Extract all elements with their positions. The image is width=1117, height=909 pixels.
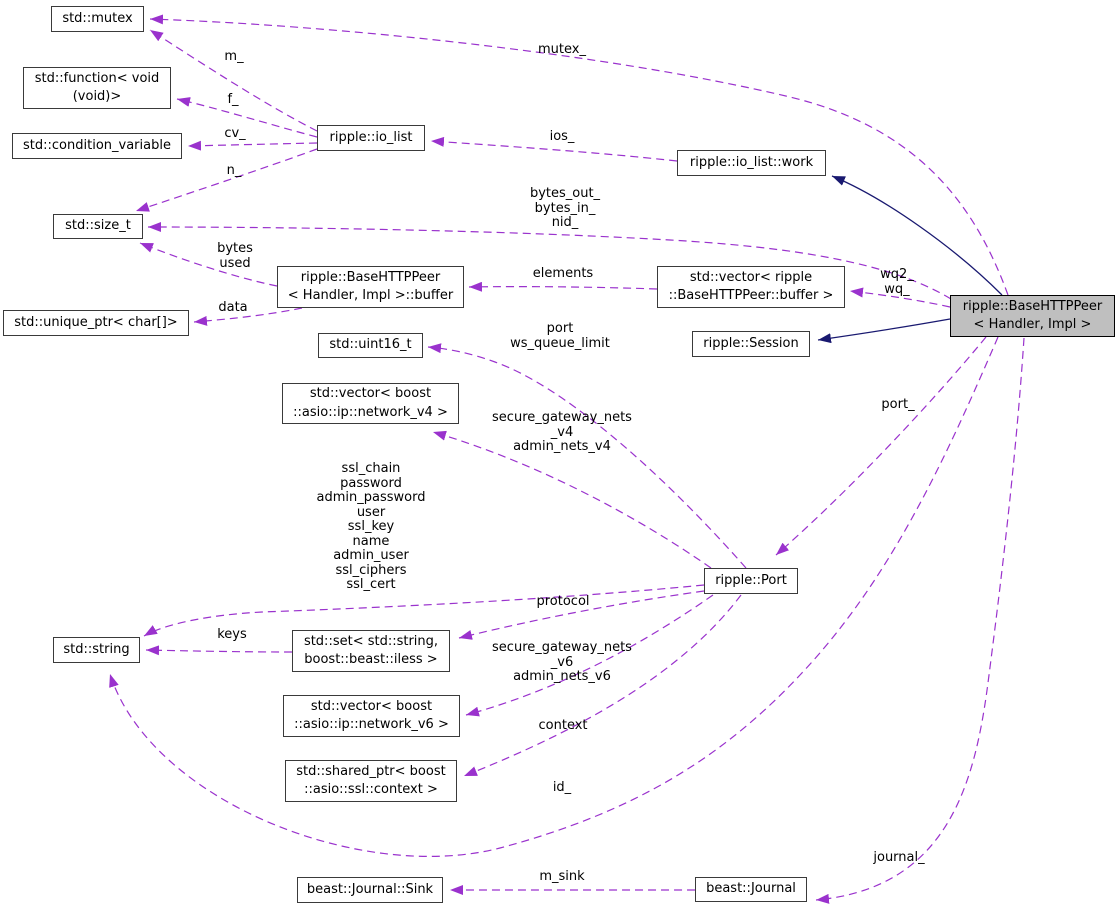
edge-port-ws — [427, 343, 747, 569]
edge-label-m: m_ — [224, 49, 244, 64]
edge-label-keys: keys — [217, 627, 247, 642]
node-std-string[interactable]: std::string — [53, 637, 140, 663]
edge-label-mutex: mutex_ — [538, 42, 586, 57]
edge-mutex — [149, 14, 1009, 296]
node-vector-network-v6[interactable]: std::vector< boost ::asio::ip::network_v… — [283, 695, 460, 737]
edge-context — [463, 594, 742, 777]
edge-label-ios: ios_ — [549, 129, 575, 144]
edge-label-journal: journal_ — [873, 850, 925, 865]
node-io-list-work[interactable]: ripple::io_list::work — [677, 150, 826, 176]
node-shared-ptr-ssl-context[interactable]: std::shared_ptr< boost ::asio::ssl::cont… — [285, 760, 457, 802]
edge-ios — [430, 136, 678, 162]
edge-label-wq: wq2_ wq_ — [880, 267, 914, 297]
edge-label-f: f_ — [227, 92, 239, 107]
edge-inherit-work — [831, 175, 1003, 296]
node-ripple-session[interactable]: ripple::Session — [692, 331, 810, 357]
edge-bytes-used — [139, 242, 278, 287]
edge-label-bytes-used: bytes used — [217, 241, 253, 271]
edge-port — [775, 336, 987, 556]
node-std-unique-ptr[interactable]: std::unique_ptr< char[]> — [3, 310, 189, 336]
node-std-set-iless[interactable]: std::set< std::string, boost::beast::ile… — [292, 630, 450, 672]
edge-ssl — [143, 584, 705, 637]
edge-label-port: port_ — [881, 397, 915, 412]
edge-nets-v6 — [465, 594, 714, 717]
edge-label-bytes-io: bytes_out_ bytes_in_ nid_ — [529, 186, 601, 231]
node-beast-journal-sink[interactable]: beast::Journal::Sink — [297, 877, 443, 903]
node-basehttppeer-main[interactable]: ripple::BaseHTTPPeer < Handler, Impl > — [950, 295, 1115, 337]
edge-inherit-session — [817, 318, 951, 344]
edge-elements — [468, 281, 658, 292]
edge-label-port-ws: port ws_queue_limit — [510, 321, 610, 351]
edge-label-ssl: ssl_chain password admin_password user s… — [316, 461, 426, 593]
node-basehttppeer-buffer[interactable]: ripple::BaseHTTPPeer < Handler, Impl >::… — [277, 266, 464, 308]
edge-label-elements: elements — [532, 266, 594, 281]
edge-label-id: id_ — [552, 780, 572, 795]
node-std-mutex[interactable]: std::mutex — [51, 6, 144, 32]
edge-n — [135, 148, 318, 212]
edge-bytes-io — [147, 222, 952, 300]
node-ripple-io-list[interactable]: ripple::io_list — [317, 125, 425, 151]
node-std-function[interactable]: std::function< void (void)> — [23, 67, 171, 109]
node-vector-network-v4[interactable]: std::vector< boost ::asio::ip::network_v… — [282, 383, 459, 424]
edge-protocol — [458, 590, 705, 640]
edge-label-n: n_ — [226, 163, 242, 178]
edge-cv — [187, 140, 318, 151]
edge-keys — [145, 645, 293, 656]
edge-data — [193, 307, 303, 326]
edge-nets-v4 — [432, 430, 712, 569]
edge-f — [176, 97, 318, 138]
edge-label-cv: cv_ — [224, 126, 246, 141]
node-beast-journal[interactable]: beast::Journal — [695, 877, 807, 902]
node-vector-basehttppeer-buffer[interactable]: std::vector< ripple ::BaseHTTPPeer::buff… — [657, 266, 845, 308]
edge-label-context: context — [538, 718, 588, 733]
node-std-condition-variable[interactable]: std::condition_variable — [12, 133, 182, 159]
edge-label-protocol: protocol — [536, 594, 590, 609]
edge-journal — [815, 337, 1025, 904]
edge-m — [149, 29, 318, 132]
node-std-uint16-t[interactable]: std::uint16_t — [318, 333, 423, 358]
node-ripple-port[interactable]: ripple::Port — [704, 568, 798, 594]
edge-label-m-sink: m_sink — [539, 869, 585, 884]
node-std-size-t[interactable]: std::size_t — [53, 214, 143, 239]
edge-label-data: data — [218, 300, 248, 315]
edge-label-nets-v4: secure_gateway_nets _v4 admin_nets_v4 — [492, 410, 632, 455]
edge-id — [109, 336, 999, 857]
edge-label-nets-v6: secure_gateway_nets _v6 admin_nets_v6 — [492, 640, 632, 685]
